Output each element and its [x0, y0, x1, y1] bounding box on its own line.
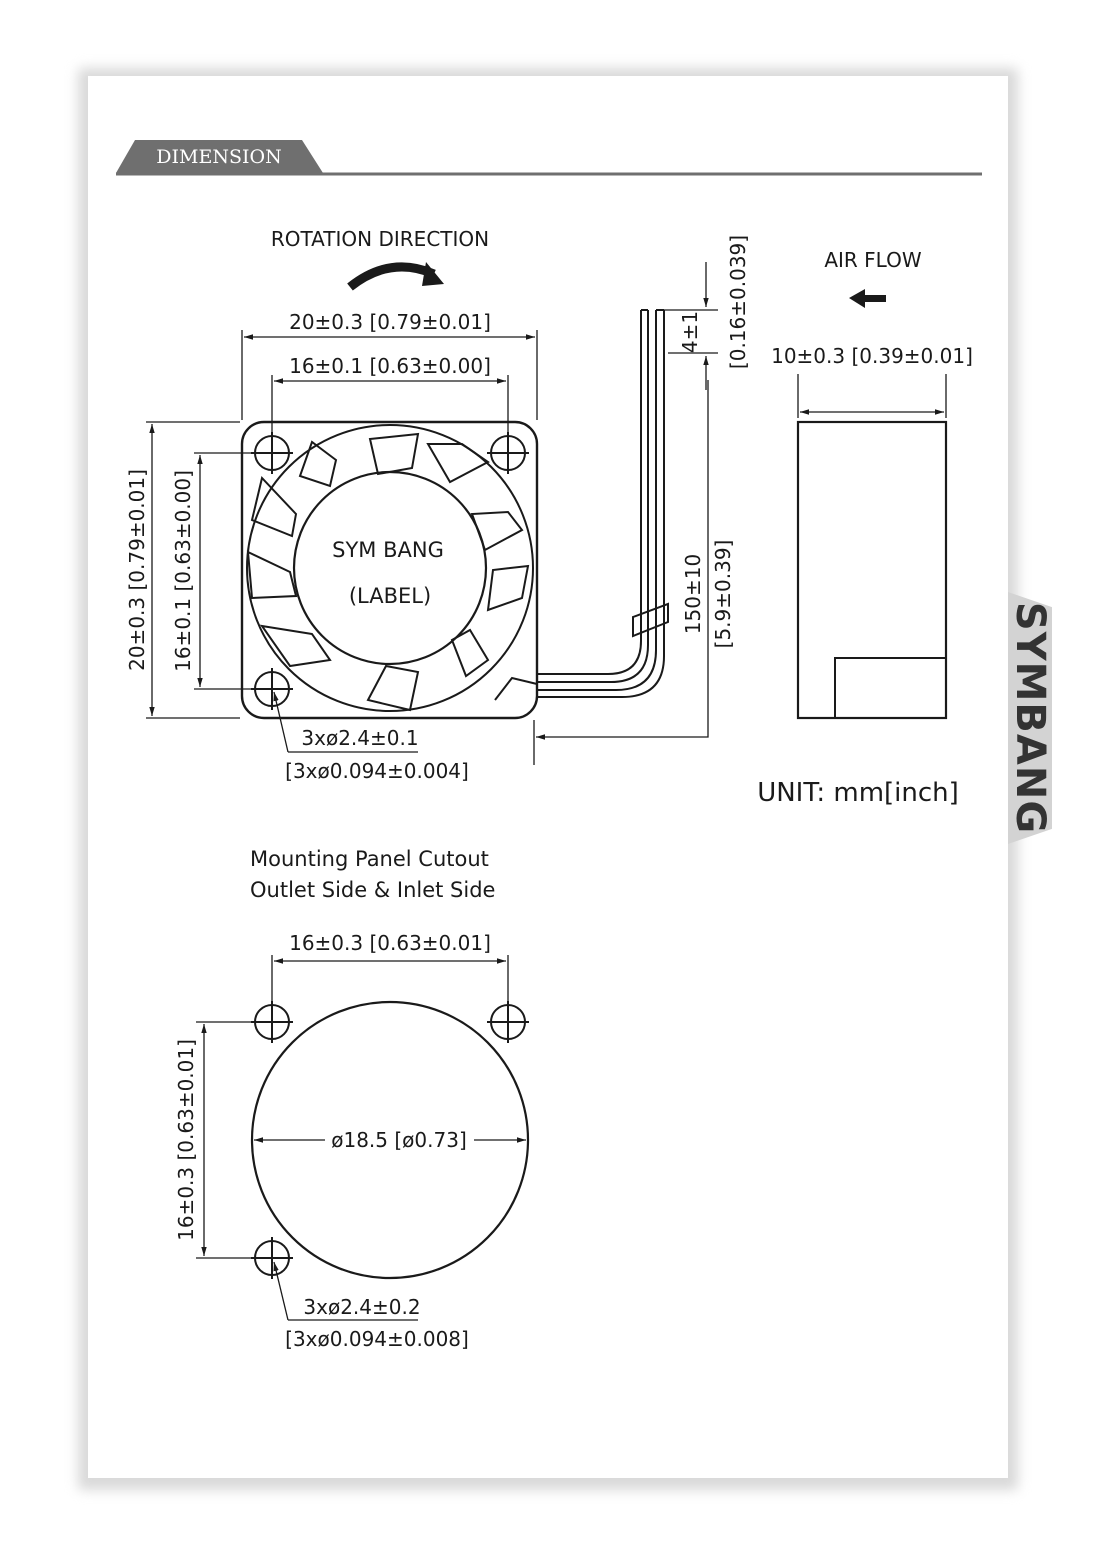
cutout-width-dim: 16±0.3 [0.63±0.01]	[289, 931, 491, 955]
rotation-arrow-icon	[347, 262, 436, 291]
datasheet-page	[88, 76, 1008, 1478]
fan-side-view: AIR FLOW 10±0.3 [0.39±0.01]	[771, 248, 973, 720]
hole-dim-mm: 3xø2.4±0.1	[301, 726, 418, 750]
hole-dim-inch: [3xø0.094±0.004]	[285, 759, 469, 783]
wire-strip-dim-mm: 4±1	[678, 311, 702, 353]
side-body	[796, 420, 948, 720]
fan-hub	[292, 470, 488, 666]
mounting-holes	[251, 432, 529, 710]
airflow-arrow-icon	[849, 289, 886, 308]
cutout-holes	[251, 1001, 529, 1279]
rotation-label: ROTATION DIRECTION	[271, 227, 489, 251]
section-title-tab	[116, 140, 323, 173]
fan-frame	[240, 420, 539, 720]
fan-front-view: ROTATION DIRECTION 20±0.3 [0.79±0.01] 16…	[125, 227, 750, 783]
lead-wires	[494, 309, 669, 701]
fan-blades	[246, 432, 530, 712]
mounting-cutout: Mounting Panel Cutout Outlet Side & Inle…	[174, 847, 530, 1351]
cutout-diameter-dim: ø18.5 [ø0.73]	[331, 1128, 467, 1152]
airflow-label: AIR FLOW	[824, 248, 922, 272]
unit-label: UNIT: mm[inch]	[757, 778, 959, 808]
height-holes-dim: 16±0.1 [0.63±0.00]	[171, 470, 195, 672]
fan-shroud	[246, 424, 534, 712]
wire-length-dim-line	[536, 380, 709, 740]
cutout-circle	[250, 1000, 530, 1280]
cutout-hole-dim-mm: 3xø2.4±0.2	[303, 1295, 420, 1319]
cutout-title-line2: Outlet Side & Inlet Side	[250, 878, 495, 902]
thickness-dim: 10±0.3 [0.39±0.01]	[771, 344, 973, 368]
section-header: DIMENSION	[116, 140, 982, 176]
label-line1: SYM BANG	[332, 538, 444, 562]
width-holes-dim: 16±0.1 [0.63±0.00]	[289, 354, 491, 378]
cutout-hole-dim-inch: [3xø0.094±0.008]	[285, 1327, 469, 1351]
section-title: DIMENSION	[156, 146, 281, 168]
height-outer-dim: 20±0.3 [0.79±0.01]	[125, 469, 149, 671]
rotation-arrowhead-icon	[422, 262, 444, 286]
wire-length-dim-inch: [5.9±0.39]	[711, 540, 735, 649]
width-outer-dim: 20±0.3 [0.79±0.01]	[289, 310, 491, 334]
side-lead-block	[834, 657, 947, 719]
cutout-title-line1: Mounting Panel Cutout	[250, 847, 489, 871]
brand-side-tab	[1008, 592, 1052, 844]
label-line2: (LABEL)	[349, 584, 431, 608]
wire-strip-dim-inch: [0.16±0.039]	[726, 235, 750, 369]
cutout-height-dim: 16±0.3 [0.63±0.01]	[174, 1039, 198, 1241]
wire-length-dim-mm: 150±10	[681, 554, 705, 634]
